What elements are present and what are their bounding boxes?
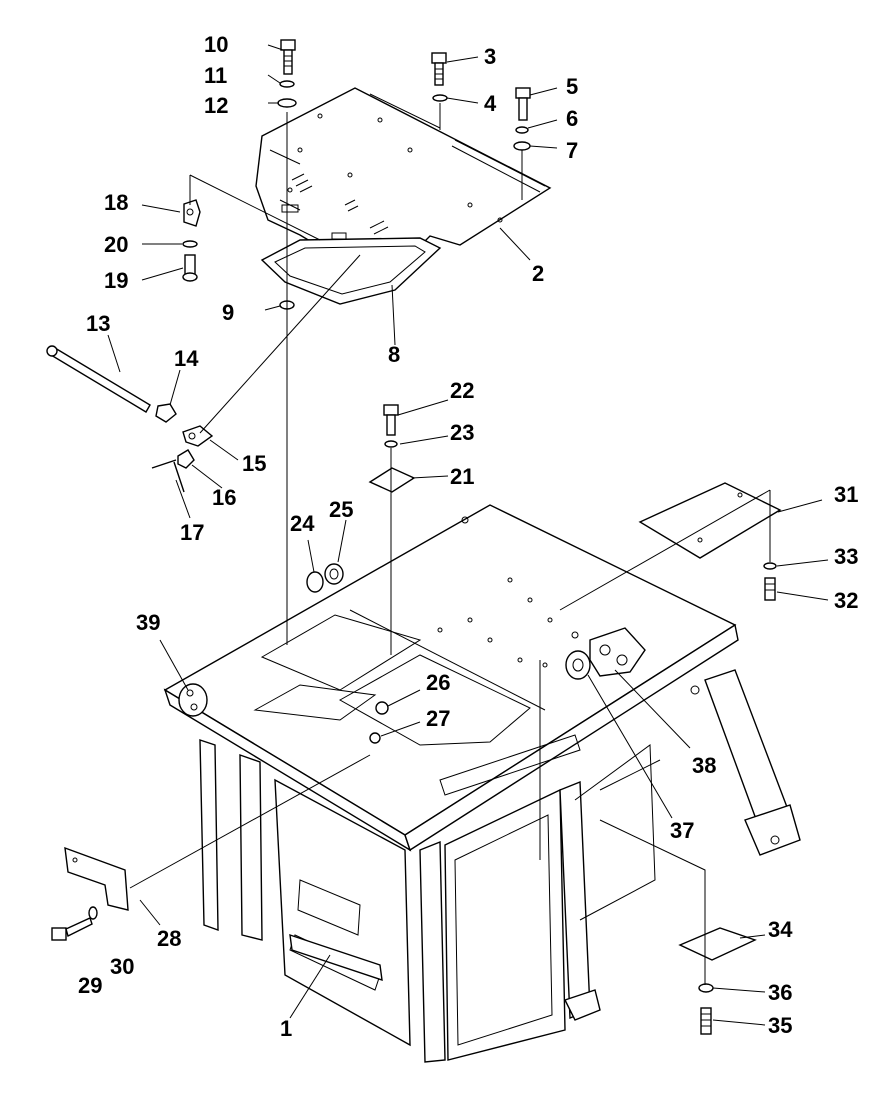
nut-14 xyxy=(155,403,177,423)
bolt-35 xyxy=(700,1007,712,1035)
part-label-21: 21 xyxy=(450,464,474,489)
part-label-36: 36 xyxy=(768,980,792,1005)
part-label-14: 14 xyxy=(174,346,199,371)
part-label-31: 31 xyxy=(834,482,858,507)
washer-36 xyxy=(698,983,714,993)
part-label-15: 15 xyxy=(242,451,266,476)
grommet-25 xyxy=(324,563,344,585)
part-label-20: 20 xyxy=(104,232,128,257)
part-label-33: 33 xyxy=(834,544,858,569)
part-label-30: 30 xyxy=(110,954,134,979)
part-label-26: 26 xyxy=(426,670,450,695)
bolt-22 xyxy=(383,404,399,436)
part-label-32: 32 xyxy=(834,588,858,613)
washer-6 xyxy=(515,126,529,134)
part-label-8: 8 xyxy=(388,342,400,367)
top-cover-plate xyxy=(255,87,552,263)
leader-lines xyxy=(107,44,829,1026)
part-label-3: 3 xyxy=(484,44,496,69)
part-label-35: 35 xyxy=(768,1013,792,1038)
part-26 xyxy=(375,701,389,715)
part-label-16: 16 xyxy=(212,485,236,510)
part-label-2: 2 xyxy=(532,261,544,286)
washer-20 xyxy=(182,240,198,248)
plate-31 xyxy=(638,482,782,559)
part-number-labels: 10 11 12 3 4 5 6 7 2 8 9 18 20 19 13 14 … xyxy=(78,32,858,1041)
part-label-37: 37 xyxy=(670,818,694,843)
part-label-10: 10 xyxy=(204,32,228,57)
bolt-5 xyxy=(515,87,531,121)
part-label-25: 25 xyxy=(329,497,353,522)
part-label-38: 38 xyxy=(692,753,716,778)
grommet-24 xyxy=(306,571,324,593)
washer-4 xyxy=(432,94,448,102)
part-label-28: 28 xyxy=(157,926,181,951)
clamp-18 xyxy=(183,199,201,227)
part-label-23: 23 xyxy=(450,420,474,445)
part-label-9: 9 xyxy=(222,300,234,325)
nut-16 xyxy=(177,449,195,469)
bracket-28 xyxy=(64,846,129,911)
bolt-29 xyxy=(51,917,93,941)
assembly-guide-lines xyxy=(129,103,771,985)
washer-12 xyxy=(277,98,297,108)
gasket-frame xyxy=(260,237,442,305)
part-label-11: 11 xyxy=(204,63,227,88)
washer-7 xyxy=(513,141,531,151)
part-label-4: 4 xyxy=(484,91,497,116)
plate-21 xyxy=(368,467,416,493)
part-label-5: 5 xyxy=(566,74,578,99)
part-label-19: 19 xyxy=(104,268,128,293)
part-label-13: 13 xyxy=(86,311,110,336)
part-label-22: 22 xyxy=(450,378,474,403)
part-label-1: 1 xyxy=(280,1016,292,1041)
part-label-12: 12 xyxy=(204,93,228,118)
washer-30 xyxy=(88,906,98,920)
bolt-19 xyxy=(182,254,198,282)
part-label-17: 17 xyxy=(180,520,204,545)
washer-33 xyxy=(763,562,777,570)
part-label-39: 39 xyxy=(136,610,160,635)
cotter-pin-17 xyxy=(151,459,185,493)
cover-38 xyxy=(589,627,646,677)
part-label-18: 18 xyxy=(104,190,128,215)
part-label-7: 7 xyxy=(566,138,578,163)
rod-13 xyxy=(46,345,151,413)
washer-23 xyxy=(384,440,398,448)
part-label-24: 24 xyxy=(290,511,315,536)
plate-34 xyxy=(678,927,757,961)
bolt-3 xyxy=(431,52,447,86)
cover-39 xyxy=(178,683,208,717)
bolt-32 xyxy=(764,577,776,601)
part-label-34: 34 xyxy=(768,917,793,942)
operator-cab-frame xyxy=(163,504,801,1063)
rod-end-15 xyxy=(182,425,214,447)
part-27 xyxy=(369,732,381,744)
part-label-27: 27 xyxy=(426,706,450,731)
cover-37 xyxy=(565,650,591,680)
part-label-6: 6 xyxy=(566,106,578,131)
washer-11 xyxy=(279,80,295,88)
bolt-10 xyxy=(280,39,296,75)
part-label-29: 29 xyxy=(78,973,102,998)
